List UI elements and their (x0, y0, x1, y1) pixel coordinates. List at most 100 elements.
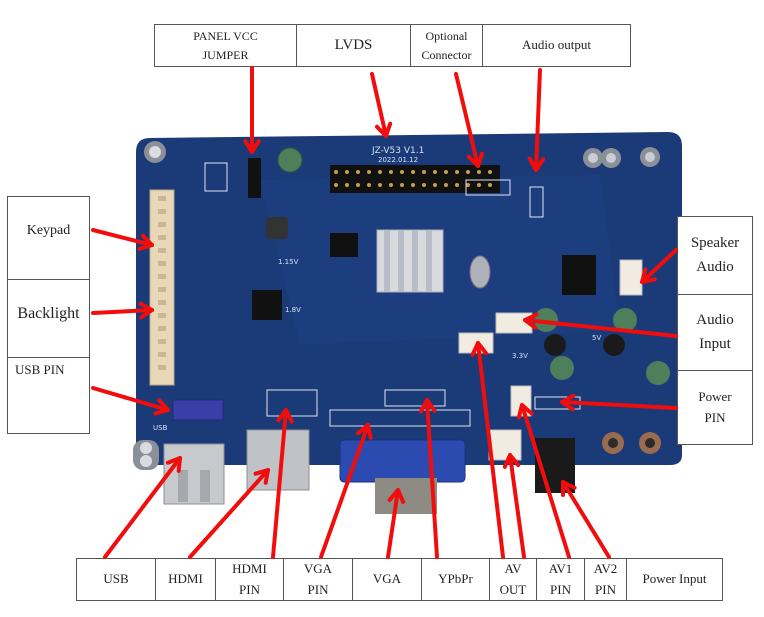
label-power-input: Power Input (626, 559, 722, 600)
label-av-out: AV OUT (489, 559, 536, 600)
left-label-table: Keypad Backlight USB PIN (7, 196, 90, 434)
label-hdmi: HDMI (155, 559, 215, 600)
crystal (469, 255, 491, 289)
connector-pin (158, 365, 166, 370)
lvds-pin (444, 183, 448, 187)
lvds-pin (433, 170, 437, 174)
connector-pin (158, 235, 166, 240)
silk-3-3v: 3.3V (512, 352, 528, 360)
label-av2-pin: AV2 PIN (584, 559, 626, 600)
lvds-pin (367, 170, 371, 174)
mounting-hole-bottom-left (133, 440, 159, 470)
label-hdmi-pin: HDMI PIN (215, 559, 283, 600)
label-audio-input: Audio Input (678, 294, 752, 370)
lvds-pin (389, 170, 393, 174)
audio-output-connector (529, 186, 544, 218)
connector-pin (158, 222, 166, 227)
panel-vcc-jumper-cap (248, 158, 261, 198)
label-usb-pin: USB PIN (8, 357, 89, 433)
av2-pin-connector (510, 385, 532, 417)
vga-shell (375, 478, 437, 514)
usb-pin-connector (172, 399, 224, 421)
top-label-table: PANEL VCC JUMPER LVDS Optional Connector… (154, 24, 631, 67)
label-audio-output: Audio output (482, 25, 630, 66)
mounting-hole-top-left (144, 141, 166, 163)
connector-pin (158, 326, 166, 331)
silk-1-15v: 1.15V (278, 258, 299, 266)
label-av1-pin: AV1 PIN (536, 559, 584, 600)
lvds-pin (488, 170, 492, 174)
label-panel-vcc-jumper: PANEL VCC JUMPER (193, 28, 258, 62)
connector-pin (158, 300, 166, 305)
mounting-hole-bottom-right (602, 432, 661, 454)
lvds-pin (378, 183, 382, 187)
av-out-connector (458, 332, 494, 354)
lvds-pin (466, 170, 470, 174)
label-speaker-audio: Speaker Audio (690, 235, 740, 275)
connector-pin (158, 287, 166, 292)
lvds-pin (455, 183, 459, 187)
lvds-pin (488, 183, 492, 187)
lvds-header (330, 165, 500, 193)
hdmi-port (246, 429, 310, 491)
lvds-pin (356, 183, 360, 187)
lvds-pin (466, 183, 470, 187)
connector-pin (158, 248, 166, 253)
inductor (266, 217, 288, 239)
lvds-pin (345, 183, 349, 187)
label-lvds: LVDS (296, 25, 410, 66)
lvds-pin (411, 183, 415, 187)
label-usb: USB (103, 571, 129, 587)
regulator (252, 290, 282, 320)
connector-pin (158, 352, 166, 357)
silk-5v: 5V (592, 334, 601, 342)
usb-port (163, 443, 225, 505)
optional-connector (465, 179, 511, 196)
board-model: JZ-V53 V1.1 (371, 146, 424, 156)
lvds-pin (389, 183, 393, 187)
speaker-audio-connector (619, 259, 643, 296)
lvds-pin (400, 183, 404, 187)
label-power-pin: Power PIN (678, 370, 752, 444)
lvds-pin (422, 170, 426, 174)
label-optional-connector: Optional Connector (410, 25, 482, 66)
connector-pin (158, 209, 166, 214)
lvds-pin (422, 183, 426, 187)
lvds-pin (345, 170, 349, 174)
connector-pin (158, 313, 166, 318)
av1-pin-connector (488, 429, 522, 461)
vga-connector (339, 439, 466, 483)
lvds-pin (411, 170, 415, 174)
panel-vcc-jumper-header (204, 162, 228, 192)
ypbpr-header (384, 389, 446, 407)
lvds-pin (334, 183, 338, 187)
audio-amp-ic (562, 255, 596, 295)
mounting-hole-top-right (583, 147, 660, 168)
bottom-label-table: USB HDMI HDMI PIN VGA PIN VGA YPbPr AV O… (76, 558, 723, 601)
lvds-pin (444, 170, 448, 174)
lvds-pin (334, 170, 338, 174)
lvds-pin (367, 183, 371, 187)
silk-1-8v: 1.8V (285, 306, 301, 314)
lvds-pin (477, 183, 481, 187)
lvds-pin (455, 170, 459, 174)
lvds-pin (400, 170, 404, 174)
label-ypbpr: YPbPr (421, 559, 489, 600)
label-keypad: Keypad (26, 223, 71, 238)
connector-pin (158, 196, 166, 201)
label-vga: VGA (352, 559, 421, 600)
ic-flash (330, 233, 358, 257)
label-backlight: Backlight (8, 279, 89, 357)
right-label-table: Speaker Audio Audio Input Power PIN (677, 216, 753, 445)
capacitor-top (277, 147, 303, 173)
board-date: 2022.01.12 (378, 156, 418, 164)
dc-power-jack (535, 438, 575, 493)
audio-input-connector (495, 312, 533, 334)
connector-pin (158, 274, 166, 279)
vga-pin-header (329, 409, 471, 427)
connector-pin (158, 339, 166, 344)
silk-usb: USB (153, 424, 168, 432)
lvds-pin (356, 170, 360, 174)
connector-pin (158, 261, 166, 266)
